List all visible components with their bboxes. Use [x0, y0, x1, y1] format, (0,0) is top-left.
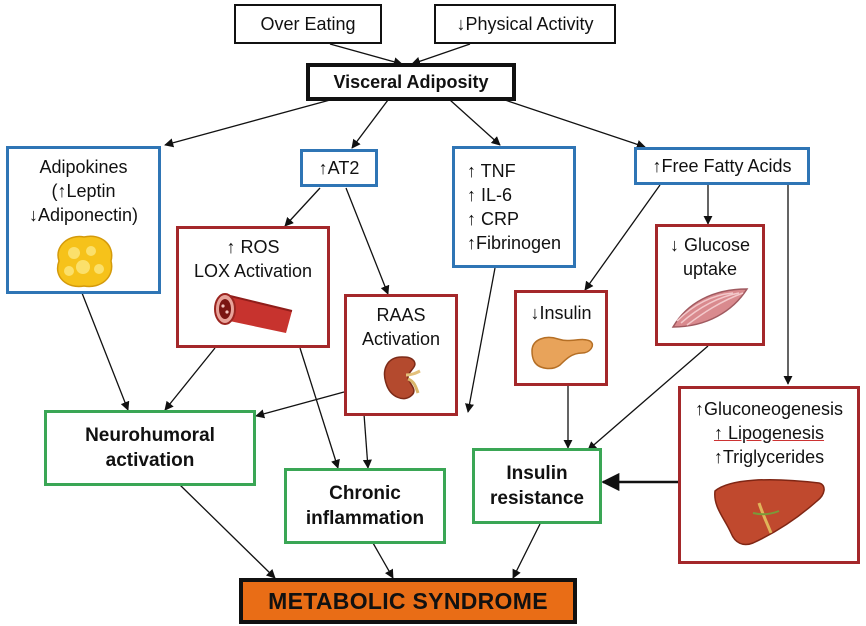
liver-icon: [714, 478, 825, 546]
blood-vessel-icon: [214, 293, 293, 333]
over-eating-label: Over Eating: [260, 14, 356, 34]
lox-activation-label: LOX Activation: [193, 261, 313, 281]
pancreas-icon: [531, 336, 594, 370]
tnf-label: ↑ TNF: [466, 161, 516, 181]
arrow-raas-neuro: [255, 391, 345, 419]
at2-label: ↑AT2: [318, 158, 360, 178]
inflammation-box: Chronic inflammation: [284, 468, 446, 544]
triglycerides-label: ↑Triglycerides: [713, 447, 825, 467]
arrow-ffa-insulin: [584, 184, 661, 291]
arrow-at2-ros: [284, 187, 321, 227]
arrow-ros-neuro: [164, 347, 216, 411]
neurohumoral-label: Neurohumoral: [85, 425, 215, 446]
adipokines-title: Adipokines: [39, 157, 128, 177]
insulin-resistance-title: Insulin: [506, 463, 568, 484]
arrow-activity-visceral: [411, 43, 471, 66]
inflammation-label: inflammation: [305, 508, 425, 529]
neurohumoral-box: Neurohumoral activation: [44, 410, 256, 486]
metabolic-syndrome-label: METABOLIC SYNDROME: [268, 587, 548, 614]
raas-box: RAAS Activation: [344, 294, 458, 416]
ros-box: ↑ ROS LOX Activation: [176, 226, 330, 348]
arrow-visceral-at2: [351, 99, 389, 149]
raas-activation-label: Activation: [361, 329, 441, 349]
cytokines-box: ↑ TNF ↑ IL-6 ↑ CRP ↑Fibrinogen: [452, 146, 576, 268]
visceral-adiposity-label: Visceral Adiposity: [333, 71, 489, 92]
fibrinogen-label: ↑Fibrinogen: [466, 233, 562, 253]
arrow-visceral-adipokines: [164, 99, 331, 148]
arrow-neuro-metabolic: [179, 484, 276, 579]
leptin-label: (↑Leptin: [51, 181, 116, 201]
ros-label: ↑ ROS: [226, 237, 280, 257]
chronic-label: Chronic: [329, 483, 401, 504]
gluconeogenesis-label: ↑Gluconeogenesis: [694, 399, 844, 419]
adiponectin-label: ↓Adiponectin): [28, 205, 139, 225]
arrow-at2-raas: [345, 187, 390, 295]
arrow-adipokines-neuro: [81, 292, 130, 411]
raas-label: RAAS: [376, 305, 426, 325]
at2-box: ↑AT2: [300, 149, 378, 187]
visceral-adiposity-box: Visceral Adiposity: [306, 63, 516, 101]
insulin-resistance-box: Insulin resistance: [472, 448, 602, 524]
arrow-visceral-ffa: [504, 99, 646, 149]
adipose-tissue-icon: [56, 235, 112, 288]
liver-box: ↑Gluconeogenesis ↑ Lipogenesis ↑Triglyce…: [678, 386, 860, 564]
uptake-label: uptake: [682, 259, 738, 279]
arrow-raas-inflammation: [362, 413, 372, 469]
physical-activity-box: ↓Physical Activity: [434, 4, 616, 44]
metabolic-syndrome-box: METABOLIC SYNDROME: [239, 578, 577, 624]
il6-label: ↑ IL-6: [466, 185, 512, 205]
lipogenesis-label: ↑ Lipogenesis: [713, 423, 825, 443]
insulin-label: ↓Insulin: [530, 303, 592, 323]
arrow-overeating-visceral: [329, 43, 403, 67]
over-eating-box: Over Eating: [234, 4, 382, 44]
arrow-glucose-resistance: [587, 345, 709, 451]
crp-label: ↑ CRP: [466, 209, 519, 229]
neurohumoral-activation-label: activation: [105, 450, 195, 471]
muscle-icon: [671, 288, 749, 328]
free-fatty-acids-label: ↑Free Fatty Acids: [652, 156, 792, 176]
arrow-cytokines-inflammation: [465, 267, 496, 413]
physical-activity-label: ↓Physical Activity: [456, 14, 594, 34]
arrow-visceral-cytokines: [449, 99, 501, 146]
adipokines-box: Adipokines (↑Leptin ↓Adiponectin): [6, 146, 161, 294]
arrow-resistance-metabolic: [512, 523, 541, 579]
kidney-icon: [383, 356, 421, 400]
insulin-box: ↓Insulin: [514, 290, 608, 386]
glucose-label: ↓ Glucose: [669, 235, 751, 255]
free-fatty-acids-box: ↑Free Fatty Acids: [634, 147, 810, 185]
glucose-uptake-box: ↓ Glucose uptake: [655, 224, 765, 346]
arrow-inflammation-metabolic: [372, 542, 394, 579]
arrow-ros-inflammation: [299, 347, 340, 469]
resistance-label: resistance: [489, 488, 584, 509]
